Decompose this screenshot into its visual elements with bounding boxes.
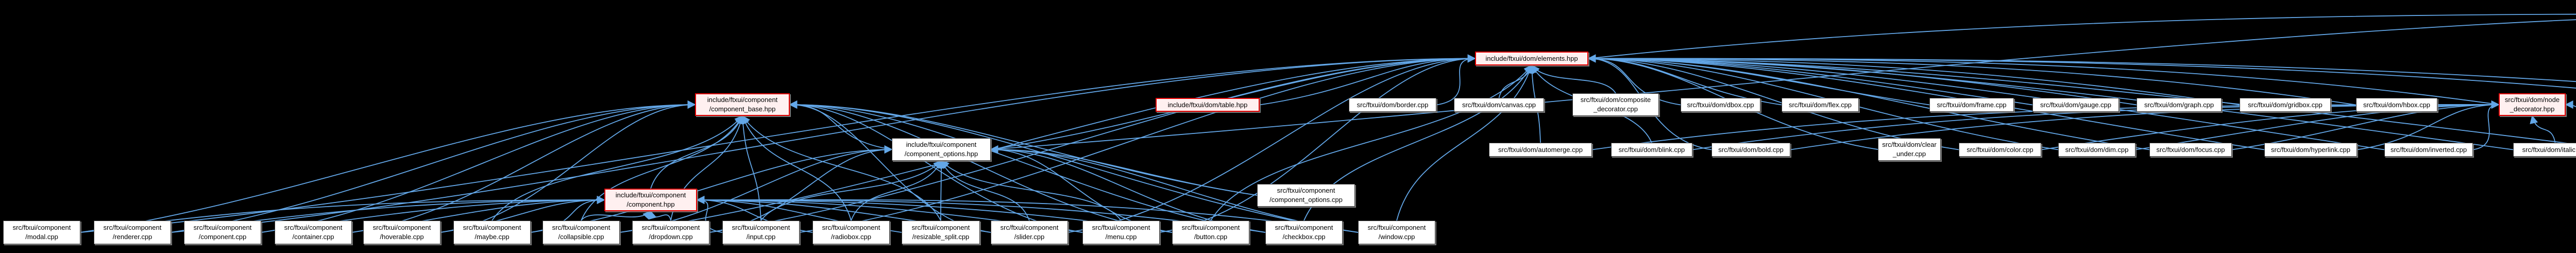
edge-container-to-comp_base [351,100,696,233]
edge-color-to-node_decorator [2041,100,2500,150]
graph-node-collapsible[interactable]: src/ftxui/component /collapsible.cpp [543,221,620,244]
edge-button-to-elements [1210,64,1533,221]
edge-renderer-to-elements [171,54,1476,233]
graph-node-comp_base[interactable]: include/ftxui/component /component_base.… [695,93,790,116]
graph-node-canvas_cpp[interactable]: src/ftxui/dom/canvas.cpp [1454,98,1544,112]
edge-composite_decorator-to-elements [1531,64,1616,94]
graph-node-table_hpp[interactable]: include/ftxui/dom/table.hpp [1156,98,1260,112]
graph-node-button[interactable]: src/ftxui/component /button.cpp [1172,221,1249,244]
edge-inverted-to-node_decorator [2472,100,2500,150]
graph-node-hbox[interactable]: src/ftxui/dom/hbox.cpp [2356,98,2437,112]
graph-node-comp_hpp[interactable]: include/ftxui/component /component.hpp [604,189,697,211]
edge-menu-to-comp_base [789,100,1083,233]
edge-linear_gradient-to-node_decorator [2565,100,2576,109]
graph-node-graph[interactable]: src/ftxui/dom/graph.cpp [2137,98,2222,112]
graph-node-radiobox[interactable]: src/ftxui/component /radiobox.cpp [812,221,890,244]
edge-dim-to-elements [1587,54,2059,150]
edge-dbox-to-elements [1587,54,1681,106]
graph-node-composite_decorator[interactable]: src/ftxui/dom/composite _decorator.cpp [1572,93,1659,116]
edge-window-to-comp_hpp [696,195,1359,233]
edge-dropdown-to-comp_hpp [649,210,671,221]
graph-node-input[interactable]: src/ftxui/component /input.cpp [722,221,800,244]
edge-radiobox-to-comp_options_hpp [851,160,942,221]
graph-node-italic[interactable]: src/ftxui/dom/italic.cpp [2513,143,2576,157]
edge-comp_options_hpp-to-main [990,19,2576,150]
graph-node-frame[interactable]: src/ftxui/dom/frame.cpp [1929,98,2014,112]
edge-hyperlink-to-elements [1587,54,2265,150]
edge-hyperlink-to-node_decorator [2357,100,2500,150]
edge-dropdown-to-elements [709,54,1476,233]
graph-node-modal[interactable]: src/ftxui/component /modal.cpp [3,221,80,244]
edge-border-to-elements [1436,54,1476,106]
edge-inverted-to-elements [1587,54,2385,150]
graph-node-blink[interactable]: src/ftxui/dom/blink.cpp [1611,143,1692,157]
graph-node-resizable_split[interactable]: src/ftxui/component /resizable_split.cpp [902,221,980,244]
graph-node-hyperlink[interactable]: src/ftxui/dom/hyperlink.cpp [2264,143,2357,157]
edge-modal-to-elements [80,54,1476,233]
edge-modal-to-comp_base [80,100,696,233]
edge-focus-to-elements [1587,54,2150,150]
edge-window-to-elements [1396,64,1533,221]
graph-node-bold[interactable]: src/ftxui/dom/bold.cpp [1711,143,1790,157]
graph-node-clear_under[interactable]: src/ftxui/dom/clear _under.cpp [1878,138,1941,161]
graph-node-hoverable[interactable]: src/ftxui/component /hoverable.cpp [363,221,440,244]
graph-node-container[interactable]: src/ftxui/component /container.cpp [275,221,352,244]
graph-node-dropdown[interactable]: src/ftxui/component /dropdown.cpp [632,221,709,244]
graph-node-automerge[interactable]: src/ftxui/dom/automerge.cpp [1489,143,1592,157]
graph-node-slider[interactable]: src/ftxui/component /slider.cpp [991,221,1068,244]
edge-clear_under-to-elements [1587,54,1878,150]
graph-node-menu[interactable]: src/ftxui/component /menu.cpp [1082,221,1160,244]
edge-italic-to-elements [1587,54,2514,150]
edge-renderer-to-comp_base [171,100,696,233]
edge-maybe-to-comp_options_hpp [530,145,893,233]
graph-node-dbox[interactable]: src/ftxui/dom/dbox.cpp [1681,98,1760,112]
edge-comp_hpp-to-comp_base [650,115,743,189]
graph-node-component_cpp[interactable]: src/ftxui/component /component.cpp [184,221,261,244]
graph-node-focus[interactable]: src/ftxui/dom/focus.cpp [2149,143,2232,157]
edge-input-to-comp_options_hpp [760,160,942,221]
edge-collapsible-to-comp_hpp [581,210,652,221]
edge-dropdown-to-comp_options_hpp [709,145,893,233]
graph-node-color[interactable]: src/ftxui/dom/color.cpp [1959,143,2041,157]
graph-node-gridbox[interactable]: src/ftxui/dom/gridbox.cpp [2240,98,2331,112]
edge-fb_cpp-to-elements [1587,54,2576,82]
graph-node-elements[interactable]: include/ftxui/dom/elements.hpp [1475,52,1588,65]
graph-node-border[interactable]: src/ftxui/dom/border.cpp [1349,98,1436,112]
edge-linear_gradient-to-elements [1587,54,2576,145]
edge-window-to-comp_base [789,100,1359,233]
edge-collapsible-to-elements [619,54,1476,233]
edge-slider-to-comp_options_hpp [940,160,1030,221]
edge-menu-to-comp_options_hpp [940,160,1122,221]
graph-node-comp_options_cpp[interactable]: src/ftxui/component /component_options.c… [1257,184,1355,207]
graph-node-checkbox[interactable]: src/ftxui/component /checkbox.cpp [1265,221,1343,244]
graph-node-dim[interactable]: src/ftxui/dom/dim.cpp [2058,143,2136,157]
graph-node-node_decorator[interactable]: src/ftxui/dom/node _decorator.hpp [2499,93,2566,116]
graph-node-flex[interactable]: src/ftxui/dom/flex.cpp [1782,98,1859,112]
edge-italic-to-node_decorator [2530,115,2556,143]
edge-input-to-elements [799,54,1476,233]
graph-node-comp_options_hpp[interactable]: include/ftxui/component /component_optio… [892,138,991,161]
edge-focus-to-node_decorator [2231,100,2500,150]
graph-node-gauge[interactable]: src/ftxui/dom/gauge.cpp [2032,98,2119,112]
edge-color-to-elements [1587,54,1959,150]
edge-checkbox-to-comp_base [789,100,1266,233]
edge-slider-to-elements [1067,54,1476,233]
graph-node-window[interactable]: src/ftxui/component /window.cpp [1358,221,1435,244]
edge-dim-to-node_decorator [2135,100,2500,150]
graph-node-renderer[interactable]: src/ftxui/component /renderer.cpp [94,221,171,244]
edge-component_cpp-to-comp_base [261,100,696,233]
edge-menu-to-elements [1159,54,1476,233]
edge-comp_options_cpp-to-comp_base [789,100,1258,196]
graph-node-maybe[interactable]: src/ftxui/component /maybe.cpp [453,221,531,244]
edge-elements-to-main [1588,13,2576,59]
edge-comp_options_cpp-to-comp_options_hpp [990,145,1258,196]
edge-hoverable-to-comp_base [440,100,696,233]
graph-node-inverted[interactable]: src/ftxui/dom/inverted.cpp [2384,143,2473,157]
